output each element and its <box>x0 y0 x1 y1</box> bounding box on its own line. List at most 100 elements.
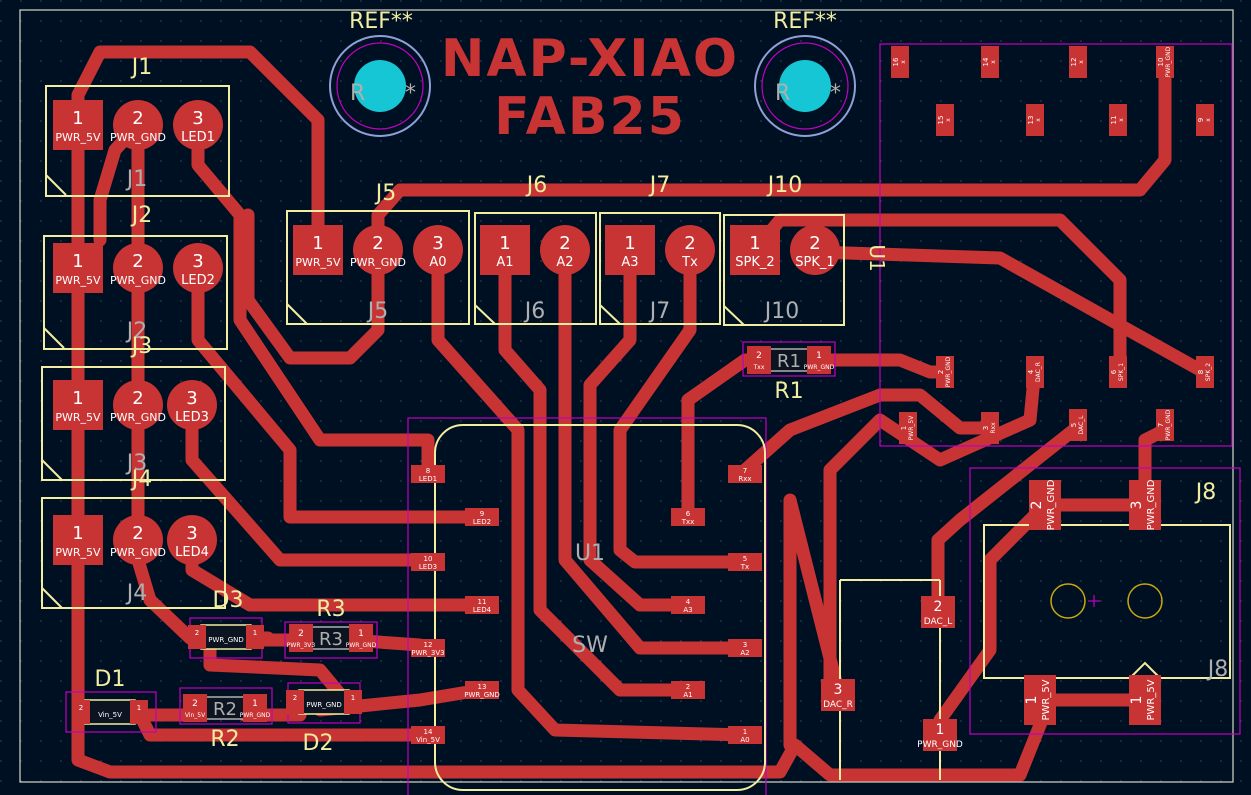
xiao-pad-1[interactable]: 1A0 <box>728 726 762 744</box>
pad-number: 1 <box>137 704 141 712</box>
resistor-silk-ref: R3 <box>316 597 345 622</box>
xiao-pad-4[interactable]: 4A3 <box>671 596 705 614</box>
pad-number: 13 <box>1027 116 1035 125</box>
pad-net: PWR_3V3 <box>411 649 444 657</box>
pad-j6-2[interactable]: 2A2 <box>540 225 590 275</box>
diode-pad-2[interactable]: 2 <box>188 625 206 649</box>
pad-number: 1 <box>252 699 258 709</box>
diode-pad-2[interactable]: 2 <box>286 690 304 714</box>
xiao-pad-3[interactable]: 3A2 <box>728 639 762 657</box>
pad-net: PWR_GND <box>110 411 166 424</box>
connector-fab-j5: J5 <box>366 299 389 324</box>
pad-number: 1 <box>743 728 747 736</box>
pads-layer[interactable]: J1J11PWR_5V2PWR_GND3LED1J2J21PWR_5V2PWR_… <box>53 46 1214 756</box>
pad-net: LED4 <box>175 545 209 560</box>
pad-j5-3[interactable]: 3A0 <box>413 225 463 275</box>
diode-pad-1[interactable]: 1 <box>344 690 362 714</box>
xiao-pad-5[interactable]: 5Tx <box>728 553 762 571</box>
pad-net: DAC_L <box>924 617 953 627</box>
pad-net: DAC_R <box>1035 362 1042 382</box>
pad-j7-2[interactable]: 2Tx <box>665 225 715 275</box>
diode-pad-1[interactable]: 1 <box>130 700 148 724</box>
pad-j6-1[interactable]: 1A1 <box>480 225 530 275</box>
connector-ref-j3: J3 <box>130 334 153 359</box>
board-title-line1: NAP-XIAO <box>441 29 739 89</box>
mounting-hole-2 <box>754 35 856 137</box>
diode-pad-1[interactable]: 1 <box>246 625 264 649</box>
pad-j7-1[interactable]: 1A3 <box>605 225 655 275</box>
diode-pad-2[interactable]: 2 <box>72 700 90 724</box>
xiao-pad-2[interactable]: 2A1 <box>671 681 705 699</box>
